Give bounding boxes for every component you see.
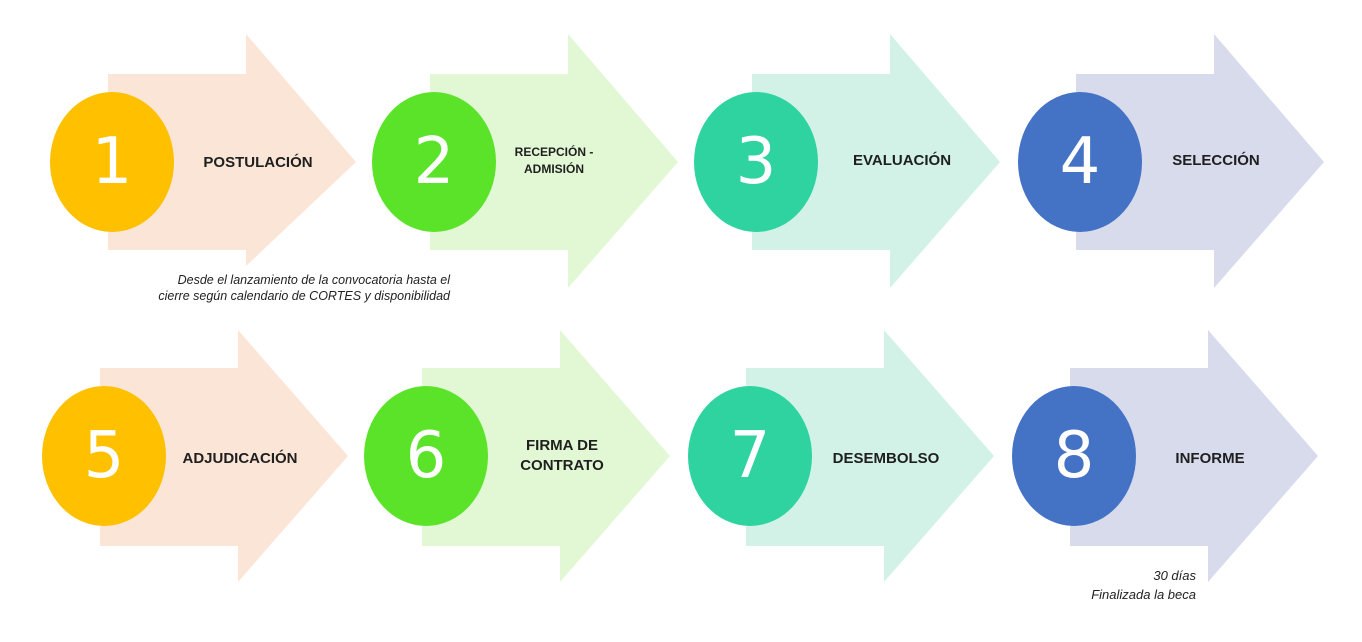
postulacion-note: Desde el lanzamiento de la convocatoria … — [120, 272, 450, 304]
step-6-arrow — [422, 330, 670, 582]
step-5-number-circle: 5 — [42, 386, 166, 526]
step-1-number-circle: 1 — [50, 92, 174, 232]
step-5-arrow-shape — [100, 330, 348, 582]
postulacion-note-line-1: Desde el lanzamiento de la convocatoria … — [177, 273, 450, 287]
step-5-number: 5 — [83, 419, 125, 493]
step-4-label: SELECCIÓN — [1136, 152, 1296, 170]
step-3-label-line-1: EVALUACIÓN — [852, 152, 952, 169]
step-8-arrow-shape — [1070, 330, 1318, 582]
step-4-arrow — [1076, 34, 1324, 288]
step-4-arrow-shape — [1076, 34, 1324, 288]
step-5-arrow — [100, 330, 348, 582]
step-1-label-line-1: POSTULACIÓN — [203, 154, 313, 171]
step-1: 1 POSTULACIÓN — [50, 34, 360, 294]
step-7-label: DESEMBOLSO — [806, 450, 966, 468]
step-7-arrow — [746, 330, 994, 582]
step-4-number-circle: 4 — [1018, 92, 1142, 232]
informe-note-line-1: 30 días — [1153, 568, 1196, 583]
step-2-label-line-2: ADMISIÓN — [524, 162, 584, 176]
step-3-arrow — [752, 34, 1000, 288]
step-7-number-circle: 7 — [688, 386, 812, 526]
step-2-number: 2 — [413, 125, 455, 199]
step-1-label: POSTULACIÓN — [178, 154, 338, 172]
step-1-arrow-shape — [108, 34, 356, 266]
step-8-number-circle: 8 — [1012, 386, 1136, 526]
step-4: 4 SELECCIÓN — [1018, 34, 1328, 294]
step-2-label: RECEPCIÓN - ADMISIÓN — [484, 144, 624, 178]
step-2-arrow — [430, 34, 678, 288]
step-3-number-circle: 3 — [694, 92, 818, 232]
step-6-label-line-2: CONTRATO — [520, 457, 604, 474]
step-6-arrow-shape — [422, 330, 670, 582]
step-7: 7 DESEMBOLSO — [688, 330, 998, 590]
step-8: 8 INFORME — [1012, 330, 1322, 590]
step-5-label: ADJUDICACIÓN — [160, 450, 320, 468]
step-8-label: INFORME — [1130, 450, 1290, 468]
step-3: 3 EVALUACIÓN — [694, 34, 1004, 294]
step-2-label-line-1: RECEPCIÓN - — [514, 145, 594, 159]
step-3-arrow-shape — [752, 34, 1000, 288]
step-7-label-line-1: DESEMBOLSO — [832, 450, 940, 467]
step-6-number: 6 — [405, 419, 447, 493]
step-5-label-line-1: ADJUDICACIÓN — [182, 450, 298, 467]
step-2-arrow-shape — [430, 34, 678, 288]
step-2-number-circle: 2 — [372, 92, 496, 232]
step-5: 5 ADJUDICACIÓN — [42, 330, 352, 590]
step-8-arrow — [1070, 330, 1318, 582]
step-6-number-circle: 6 — [364, 386, 488, 526]
step-8-number: 8 — [1053, 419, 1095, 493]
step-6-label: FIRMA DE CONTRATO — [482, 436, 642, 476]
step-4-number: 4 — [1059, 125, 1101, 199]
step-4-label-line-1: SELECCIÓN — [1172, 152, 1260, 169]
step-2: 2 RECEPCIÓN - ADMISIÓN — [372, 34, 682, 294]
informe-note-line-2: Finalizada la beca — [1091, 587, 1196, 602]
step-3-label: EVALUACIÓN — [822, 152, 982, 170]
step-3-number: 3 — [735, 125, 777, 199]
informe-note: 30 días Finalizada la beca — [1040, 566, 1196, 604]
step-7-number: 7 — [729, 419, 771, 493]
step-1-arrow — [108, 34, 356, 266]
step-6: 6 FIRMA DE CONTRATO — [364, 330, 674, 590]
step-6-label-line-1: FIRMA DE — [526, 437, 598, 454]
step-1-number: 1 — [91, 125, 133, 199]
step-7-arrow-shape — [746, 330, 994, 582]
postulacion-note-line-2: cierre según calendario de CORTES y disp… — [158, 289, 450, 303]
step-8-label-line-1: INFORME — [1175, 450, 1245, 467]
